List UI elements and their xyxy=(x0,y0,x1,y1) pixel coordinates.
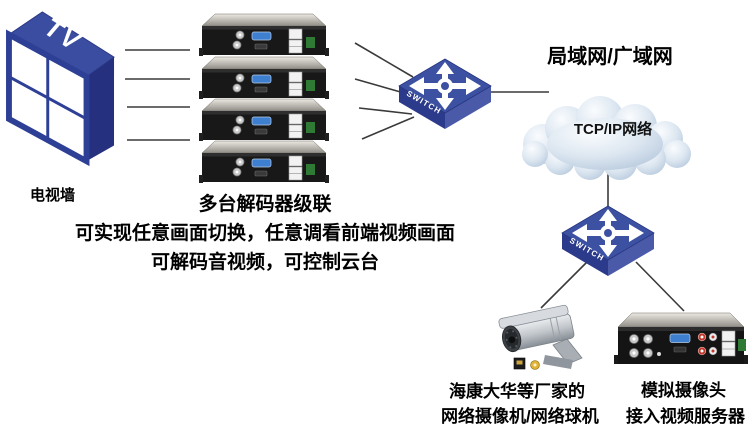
camera-hood xyxy=(498,304,569,329)
tv-wall-side-face xyxy=(86,57,115,162)
camera-caption-line2: 网络摄像机/网络球机 xyxy=(441,407,599,426)
wire-decoder1-switch xyxy=(354,42,414,78)
decoder-ports xyxy=(232,71,315,97)
cloud-label: TCP/IP网络 xyxy=(574,120,652,138)
camera-body xyxy=(498,304,575,353)
vga-port xyxy=(251,31,272,41)
hdmi-port xyxy=(254,43,268,50)
video-server xyxy=(614,311,748,375)
wire-decoder3-switch xyxy=(358,107,413,115)
tv-wall: TV xyxy=(2,8,120,170)
camera-caption-line1: 海康大华等厂家的 xyxy=(449,382,585,401)
switch-right-face xyxy=(608,233,654,276)
wire-switch2-server xyxy=(635,261,685,312)
decoder-device-4 xyxy=(198,140,330,188)
wire-decoder2-switch xyxy=(354,78,405,94)
decoder-top xyxy=(201,13,327,27)
hdmi-port xyxy=(673,346,687,353)
switch-cross-arrows-icon xyxy=(409,62,481,110)
server-ports xyxy=(629,330,746,358)
camera-bracket xyxy=(543,338,583,369)
decoder-device-2 xyxy=(198,56,330,104)
decoder-ports xyxy=(232,155,315,181)
decoder-ports xyxy=(232,28,315,54)
terminal-block xyxy=(738,339,746,351)
vga-port xyxy=(669,333,691,343)
decoder-caption-line1: 多台解码器级联 xyxy=(198,194,332,215)
tv-wall-caption: 电视墙 xyxy=(30,187,76,204)
switch-bottom: SWITCH xyxy=(560,205,656,279)
decoder-device-3 xyxy=(198,98,330,146)
camera-lens xyxy=(508,336,516,344)
decoder-device-1 xyxy=(198,13,330,61)
server-caption-line1: 模拟摄像头 xyxy=(641,381,726,400)
switch-cross-arrows-icon xyxy=(572,209,644,257)
switch-left-face xyxy=(562,233,608,276)
ethernet-port xyxy=(288,28,303,40)
switch-top: SWITCH xyxy=(397,58,493,132)
ip-camera xyxy=(487,303,602,375)
server-caption-line2: 接入视频服务器 xyxy=(626,407,745,426)
wire-switch2-camera xyxy=(540,261,588,309)
camera-connectors xyxy=(513,357,540,370)
network-title: 局域网/广域网 xyxy=(547,46,673,68)
decoder-caption: 多台解码器级联 可实现任意画面切换，任意调看前端视频画面 可解码音视频，可控制云… xyxy=(35,190,495,277)
decoder-caption-line2: 可实现任意画面切换，任意调看前端视频画面 xyxy=(74,223,455,244)
switch-right-face xyxy=(445,86,491,129)
switch-left-face xyxy=(399,86,445,129)
wire-decoder4-switch xyxy=(361,116,415,140)
decoder-caption-line3: 可解码音视频，可控制云台 xyxy=(150,252,379,273)
terminal-block xyxy=(306,37,315,48)
ethernet-port xyxy=(721,330,736,342)
network-cloud: TCP/IP网络 xyxy=(505,82,705,182)
server-top xyxy=(617,312,745,328)
decoder-ports xyxy=(232,113,315,139)
